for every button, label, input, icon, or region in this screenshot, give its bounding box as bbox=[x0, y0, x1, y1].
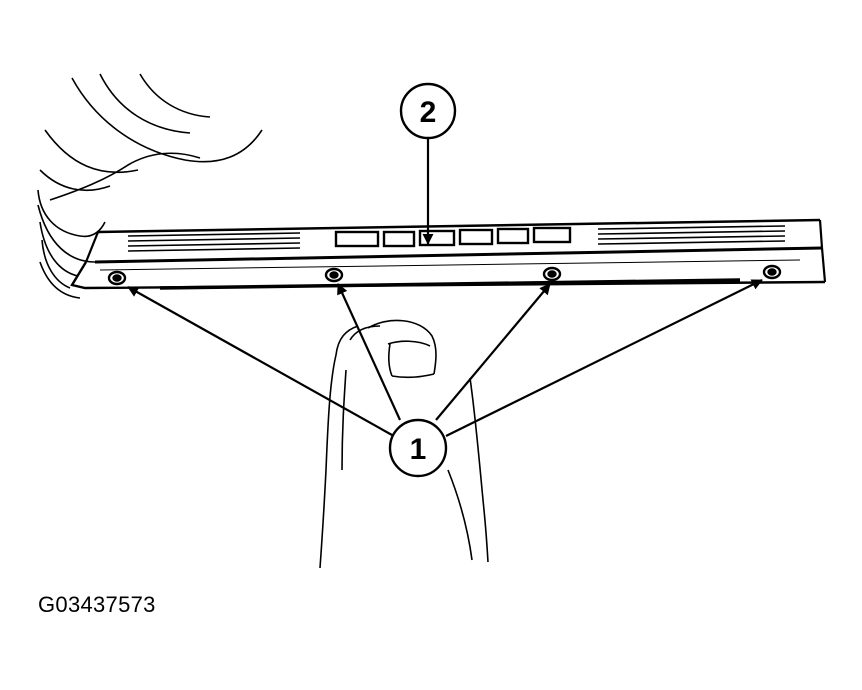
fastener-4 bbox=[762, 264, 782, 280]
callout-1: 1 bbox=[388, 418, 448, 478]
scuff-plate-emblem bbox=[334, 226, 572, 248]
fastener-1 bbox=[107, 270, 127, 286]
figure-id: G03437573 bbox=[38, 592, 156, 617]
hand-sketch bbox=[319, 319, 489, 569]
callout-2-number: 2 bbox=[420, 96, 437, 129]
door-trim-lines bbox=[37, 73, 263, 299]
scuff-plate-stripes-right bbox=[597, 225, 786, 245]
fastener-2 bbox=[324, 267, 344, 283]
callout-1-number: 1 bbox=[410, 433, 427, 466]
scuff-plate-stripes-left bbox=[127, 232, 301, 252]
scuff-plate bbox=[70, 218, 827, 290]
fastener-3 bbox=[542, 266, 562, 282]
callout-2: 2 bbox=[399, 82, 457, 140]
callout-1-leaders bbox=[127, 279, 763, 437]
fasteners bbox=[107, 264, 782, 286]
